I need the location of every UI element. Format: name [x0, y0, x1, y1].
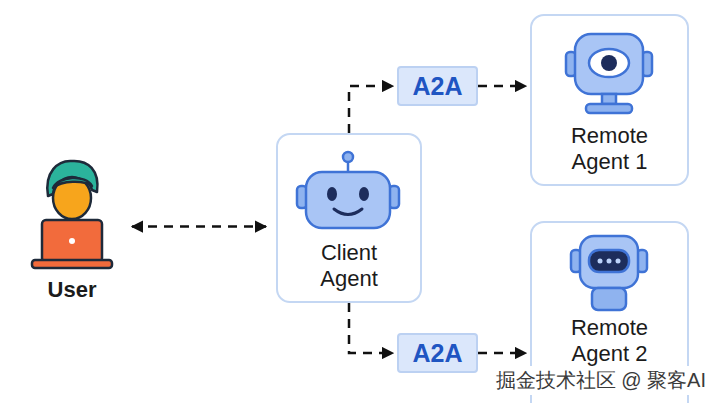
- protocol-tag: A2A: [397, 66, 478, 106]
- node-label: User: [48, 278, 97, 302]
- node-label: Remote Agent 1: [551, 123, 669, 174]
- dashed-connector: [349, 86, 393, 133]
- user-icon: [32, 161, 112, 268]
- robot-icon: [571, 236, 647, 310]
- robot-icon: [297, 152, 399, 228]
- dashed-connector: [478, 85, 526, 88]
- node-label: Remote Agent 2: [551, 315, 669, 366]
- robot-icon: [566, 34, 652, 113]
- node-label: Client Agent: [290, 240, 408, 291]
- protocol-tag: A2A: [397, 333, 478, 373]
- user-actor: User: [22, 150, 122, 306]
- dashed-connector: [132, 225, 266, 228]
- dashed-connector: [349, 303, 393, 353]
- node-label: A2A: [412, 341, 462, 366]
- agent-box: Remote Agent 1: [530, 14, 689, 186]
- agent-box: Client Agent: [276, 133, 422, 303]
- node-label: A2A: [412, 74, 462, 99]
- watermark: 掘金技术社区 @ 聚客AI: [492, 366, 710, 395]
- dashed-connector: [478, 352, 526, 355]
